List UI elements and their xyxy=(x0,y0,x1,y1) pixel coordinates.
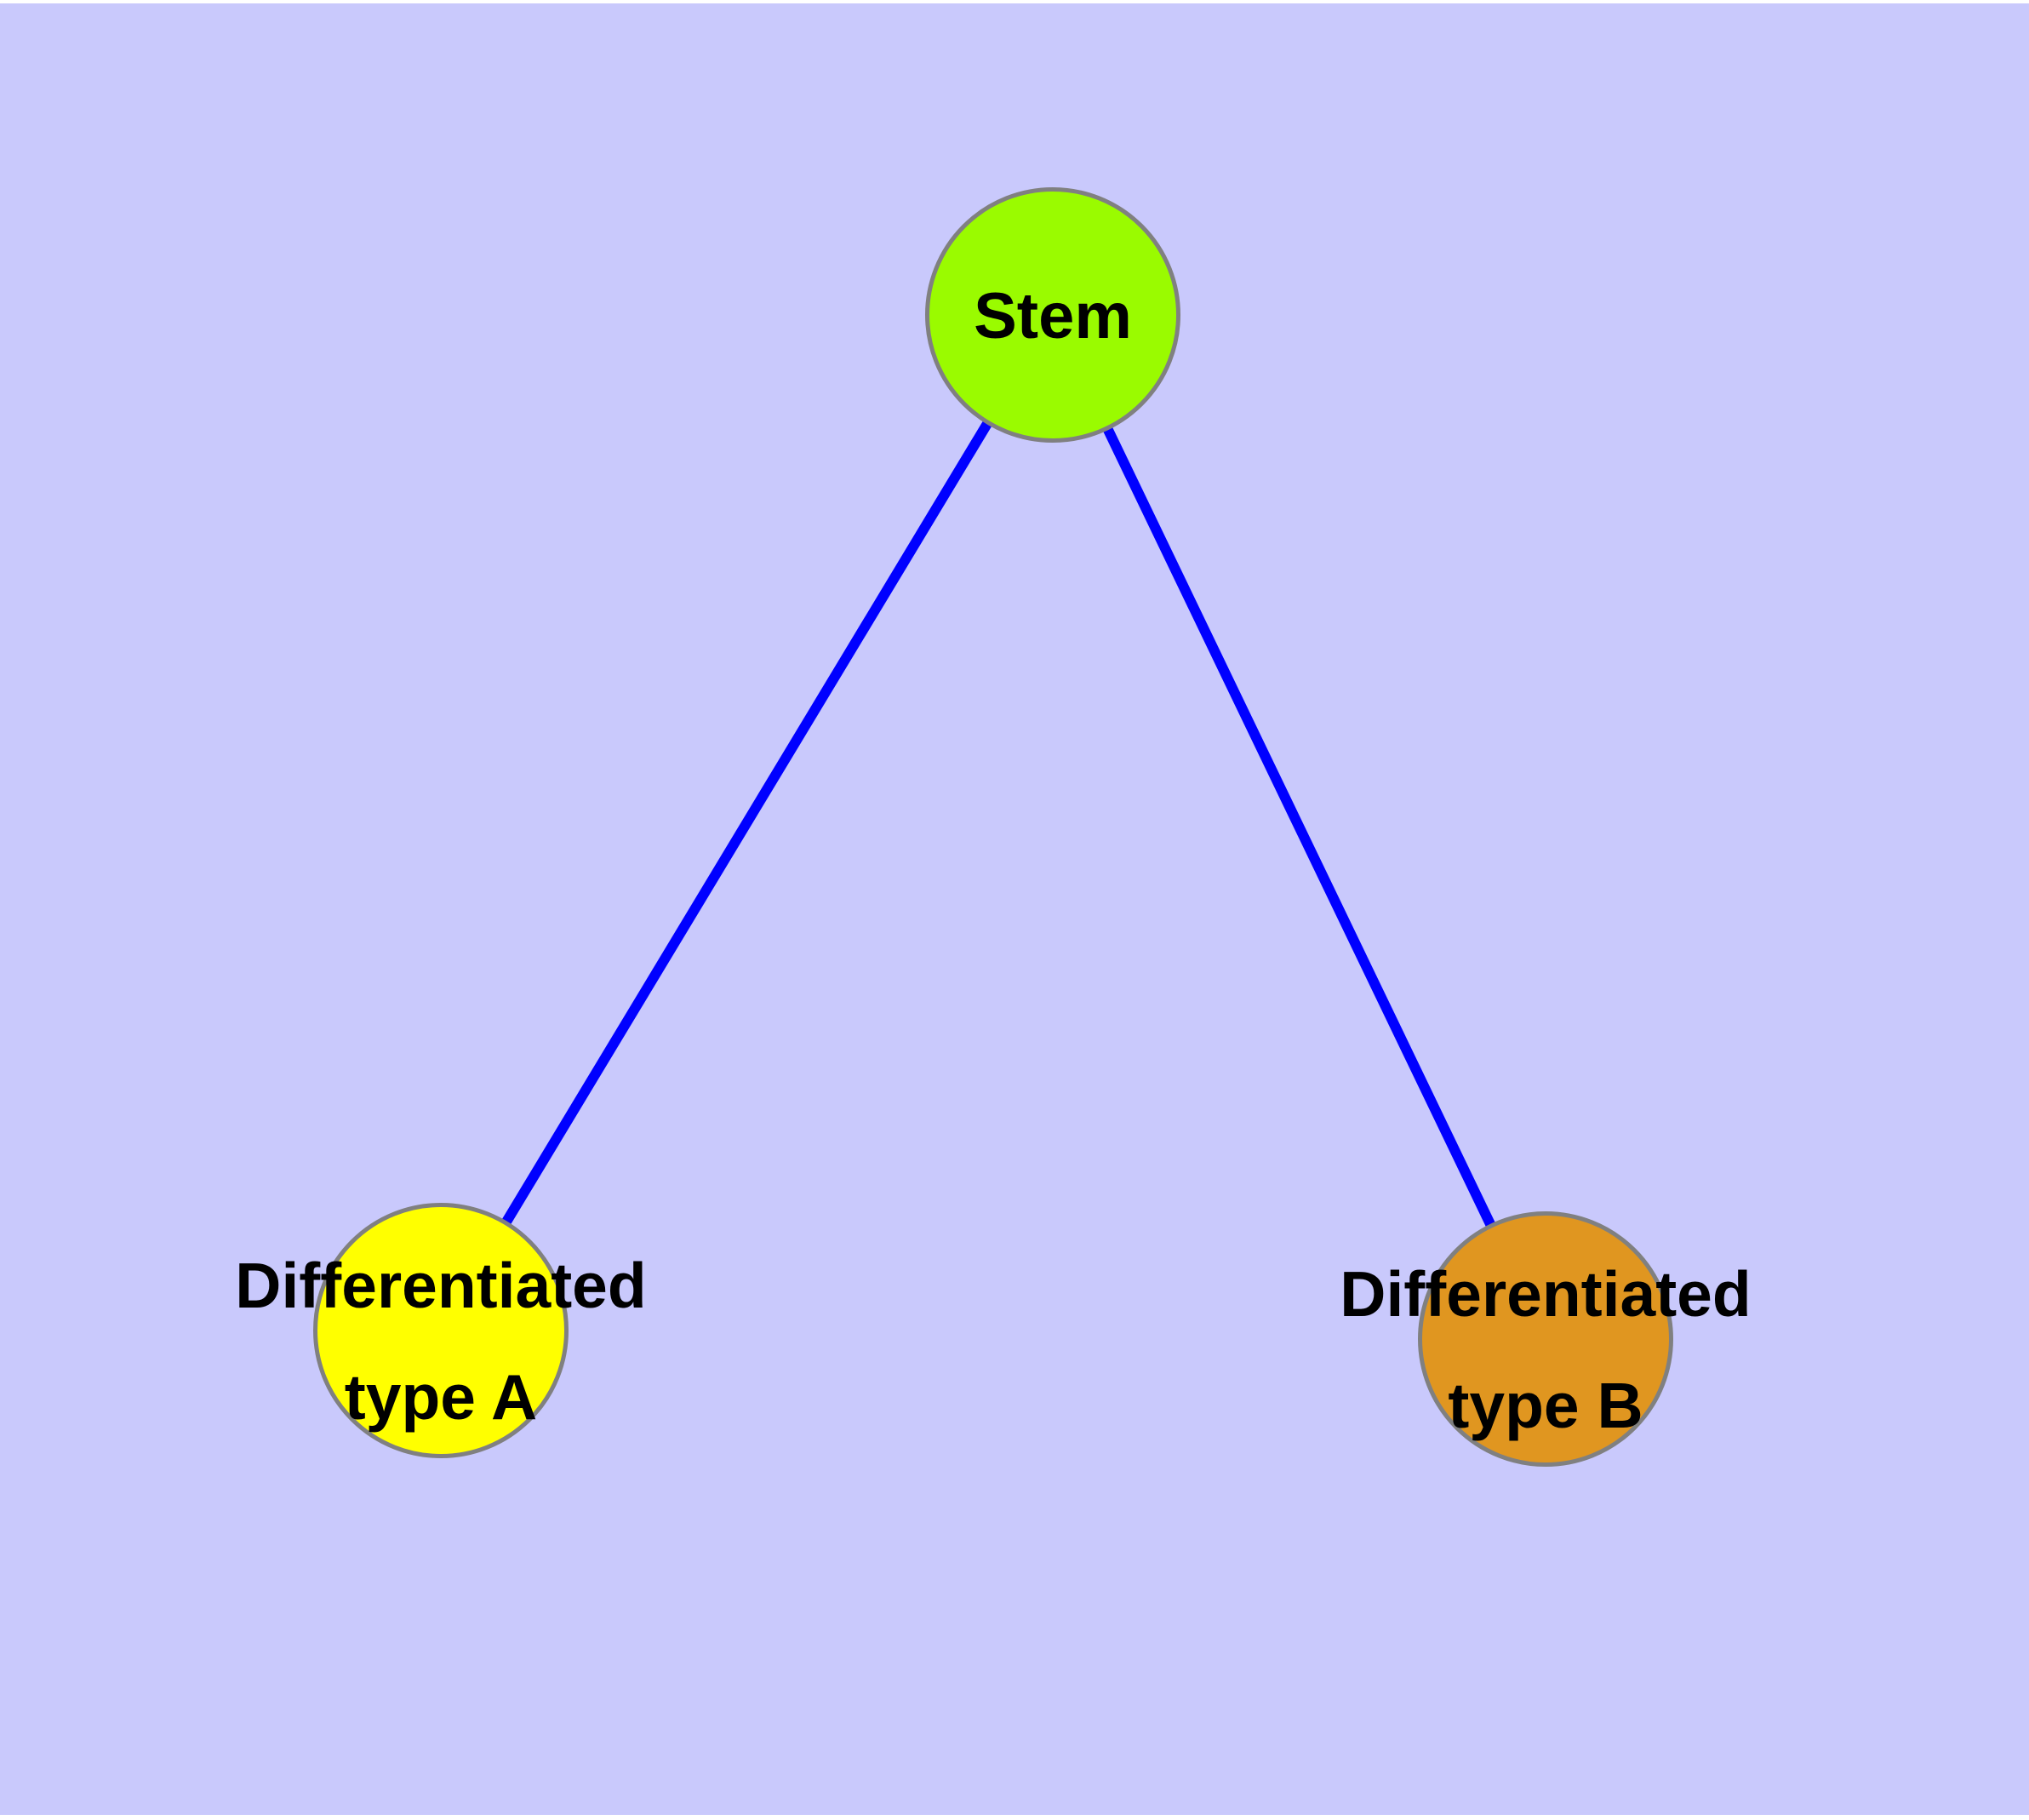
node-type-b-label-line1: Differentiated xyxy=(1340,1258,1752,1330)
node-stem-label: Stem xyxy=(883,269,1223,363)
edge-stem-to-type-b xyxy=(1048,312,1551,1342)
edge-stem-to-type-a xyxy=(436,312,1058,1334)
node-type-b-label-line2: type B xyxy=(1448,1370,1643,1441)
node-stem xyxy=(925,187,1180,443)
node-type-a-label: Differentiated type A xyxy=(100,1227,781,1457)
node-differentiated-type-b xyxy=(1418,1211,1673,1467)
node-type-b-label: Differentiated type B xyxy=(1205,1235,1886,1465)
node-differentiated-type-a xyxy=(313,1203,569,1458)
node-type-a-label-line2: type A xyxy=(344,1361,538,1433)
node-type-a-label-line1: Differentiated xyxy=(235,1250,647,1321)
diagram-background: Stem Differentiated type A Differentiate… xyxy=(0,3,2029,1815)
edges-layer xyxy=(436,312,1551,1342)
node-stem-label-text: Stem xyxy=(974,279,1132,352)
